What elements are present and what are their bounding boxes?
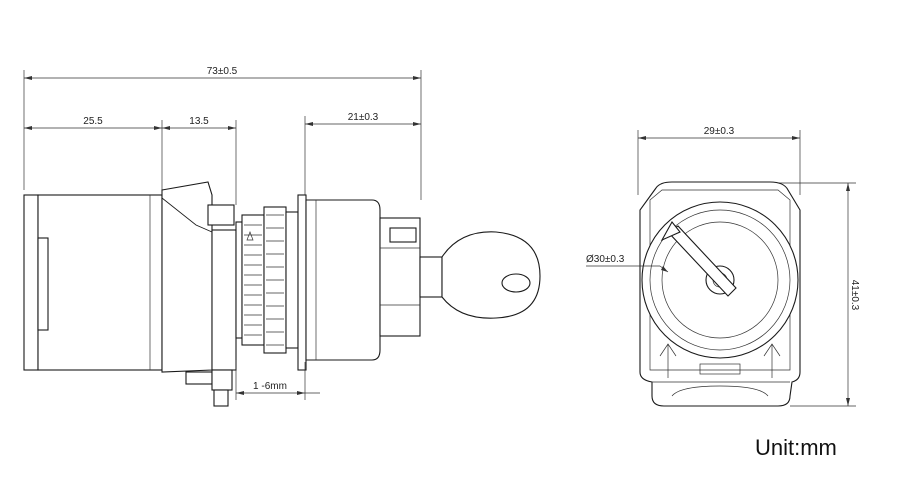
dim-overall-length: 73±0.5 — [23, 66, 422, 200]
panel-thickness-label: 1 -6mm — [253, 381, 287, 392]
rear-window — [37, 237, 49, 331]
mid-housing — [161, 181, 213, 373]
front-height-label: 41±0.3 — [849, 280, 860, 311]
rear-body-label: 25.5 — [83, 116, 103, 127]
front-view: 29±0.3 41±0.3 — [586, 126, 860, 407]
front-width-label: 29±0.3 — [704, 126, 735, 137]
dim-mid-section: 13.5 — [162, 116, 237, 205]
overall-length-label: 73±0.5 — [207, 66, 238, 77]
side-view: 73±0.5 25.5 13.5 21±0.3 — [23, 66, 541, 407]
bottom-terminal — [213, 389, 229, 407]
panel-plate — [297, 194, 307, 371]
unit-label: Unit:mm — [755, 435, 837, 460]
front-bezel — [305, 199, 381, 361]
rear-cap — [23, 194, 39, 371]
key — [419, 231, 541, 319]
front-section-label: 21±0.3 — [348, 112, 379, 123]
bezel-diameter-label: Ø30±0.3 — [586, 254, 625, 265]
dim-front-width: 29±0.3 — [637, 126, 801, 195]
dim-front-section: 21±0.3 — [304, 112, 421, 195]
thread-bushing — [235, 206, 299, 354]
bottom-tab — [211, 369, 233, 391]
dim-bezel-diameter: Ø30±0.3 — [586, 254, 669, 273]
latch — [207, 204, 235, 226]
dim-rear-body: 25.5 — [24, 116, 163, 190]
pointer-tip — [660, 221, 681, 242]
mid-neck — [211, 229, 237, 371]
cylinder-tab — [389, 227, 417, 243]
dim-panel-thickness: 1 -6mm — [235, 360, 320, 400]
bottom-clip — [185, 371, 213, 385]
rear-housing — [37, 194, 163, 371]
mid-section-label: 13.5 — [189, 116, 209, 127]
